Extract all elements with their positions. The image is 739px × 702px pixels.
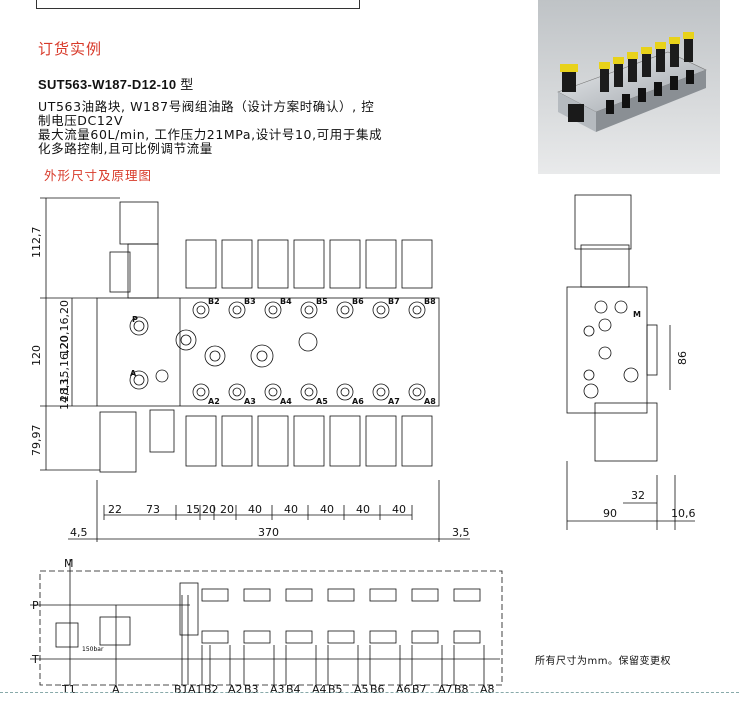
dimension-note: 所有尺寸为mm。保留变更权 (535, 656, 671, 667)
port-label-top: B5 (316, 297, 328, 306)
dim-total-width: 370 (258, 526, 279, 539)
dim-side-32: 32 (631, 489, 645, 502)
dim-width-40b: 40 (284, 503, 298, 516)
side-view-drawing: M 86 32 90 10,6 (566, 194, 696, 530)
port-label-bottom: A8 (424, 397, 436, 406)
dim-height-bottom: 79,97 (30, 425, 43, 457)
port-label-bottom: A2 (208, 397, 220, 406)
model-code-text: SUT563-W187-D12-10 (38, 77, 177, 92)
dim-width-40c: 40 (320, 503, 334, 516)
schematic-bottom-label: A8 (480, 683, 495, 695)
model-description: UT563油路块, W187号阀组油路（设计方案时确认）, 控 制电压DC12V… (38, 100, 398, 156)
schematic-bottom-label: B1 (174, 683, 189, 695)
section-title: 订货实例 (38, 40, 103, 58)
schematic-bottom-label: B7 (412, 683, 427, 695)
dim-width-40a: 40 (248, 503, 262, 516)
dim-left-offset: 4,5 (70, 526, 88, 539)
schematic-t-label: T (31, 653, 39, 666)
hydraulic-schematic: M P T T1 A 150bar B1 A1 B2 A2 B3 A3 B4 A… (30, 557, 503, 695)
description-line: 制电压DC12V (38, 113, 124, 128)
schematic-bottom-label: A5 (354, 683, 369, 695)
description-line: UT563油路块, W187号阀组油路（设计方案时确认）, 控 (38, 99, 375, 114)
schematic-bottom-label: B4 (286, 683, 301, 695)
port-p-label: P (132, 315, 138, 324)
schematic-bottom-label: A6 (396, 683, 411, 695)
port-m-label: M (633, 310, 641, 319)
schematic-bottom-label: B3 (244, 683, 259, 695)
dim-vertical-1: 120,16,20 (58, 300, 71, 356)
subsection-title: 外形尺寸及原理图 (44, 168, 153, 183)
port-label-top: B2 (208, 297, 220, 306)
port-label-top: B3 (244, 297, 256, 306)
dim-width-15: 15 (186, 503, 200, 516)
dim-width-73: 73 (146, 503, 160, 516)
port-label-top: B8 (424, 297, 436, 306)
schematic-m-label: M (64, 557, 74, 570)
dim-side-10-6: 10,6 (671, 507, 696, 520)
port-label-top: B7 (388, 297, 400, 306)
schematic-p-label: P (32, 599, 39, 612)
port-label-bottom: A7 (388, 397, 400, 406)
port-label-top: B4 (280, 297, 292, 306)
dim-width-40d: 40 (356, 503, 370, 516)
product-photo (538, 0, 720, 174)
port-label-top: B6 (352, 297, 364, 306)
dim-height-top: 112,7 (30, 227, 43, 259)
dim-vertical-2: 28,15,16,20 (58, 336, 71, 402)
schematic-bottom-label: A3 (270, 683, 285, 695)
dim-width-22: 22 (108, 503, 122, 516)
model-code: SUT563-W187-D12-10 型 (38, 74, 194, 93)
schematic-bottom-label: A2 (228, 683, 243, 695)
schematic-t1-label: T1 (61, 683, 76, 695)
description-line: 化多路控制,且可比例调节流量 (38, 141, 213, 156)
page-divider (0, 692, 739, 693)
dim-vertical-3: 14,13, (58, 375, 71, 410)
port-label-bottom: A5 (316, 397, 328, 406)
dim-right-offset: 3,5 (452, 526, 470, 539)
header-frame (36, 0, 360, 9)
dim-side-height: 86 (676, 351, 689, 365)
front-view-drawing: 112,7 120 79,97 120,16,20 28,15,16,20 14… (30, 197, 470, 542)
port-label-bottom: A4 (280, 397, 292, 406)
schematic-bottom-label: B8 (454, 683, 469, 695)
dim-height-block: 120 (30, 345, 43, 366)
port-a-label: A (130, 369, 137, 378)
schematic-pressure-label: 150bar (82, 646, 104, 653)
schematic-a-label: A (112, 683, 120, 695)
dim-width-40e: 40 (392, 503, 406, 516)
schematic-bottom-label: A4 (312, 683, 327, 695)
model-code-suffix: 型 (176, 77, 194, 92)
schematic-bottom-label: B2 (204, 683, 219, 695)
schematic-bottom-label: A7 (438, 683, 453, 695)
schematic-bottom-label: A1 (188, 683, 203, 695)
port-label-bottom: A3 (244, 397, 256, 406)
dim-side-90: 90 (603, 507, 617, 520)
schematic-bottom-label: B6 (370, 683, 385, 695)
port-label-bottom: A6 (352, 397, 364, 406)
schematic-bottom-label: B5 (328, 683, 343, 695)
dim-width-20b: 20 (220, 503, 234, 516)
description-line: 最大流量60L/min, 工作压力21MPa,设计号10,可用于集成 (38, 127, 383, 142)
dim-width-20a: 20 (202, 503, 216, 516)
